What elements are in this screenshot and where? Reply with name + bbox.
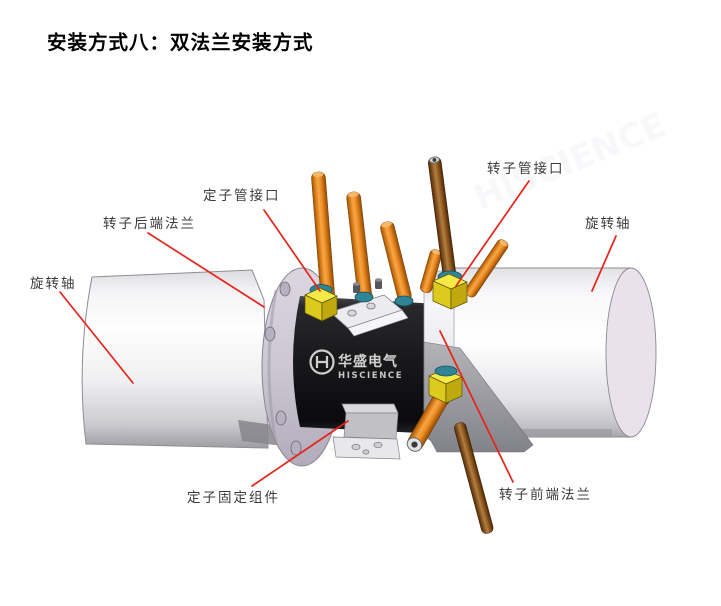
brand-logo: 华盛电气 HISCIENCE: [309, 349, 403, 381]
callout-line-shaft-right: [591, 235, 617, 292]
callout-stator-fixing-assembly: 定子固定组件: [187, 490, 280, 505]
stator-pipe-tubes: [311, 171, 442, 307]
callout-line-stator-pipe-port: [263, 209, 321, 292]
page-title: 安装方式八：双法兰安装方式: [47, 31, 314, 54]
rotor-pipe-port-bottom: [406, 365, 463, 452]
callout-rotating-shaft-right: 旋转轴: [585, 216, 632, 231]
slip-ring-body: [293, 296, 452, 434]
callout-rotor-pipe-port: 转子管接口: [487, 161, 565, 176]
callout-line-shaft-left: [59, 291, 134, 384]
callout-line-rotor-pipe-port: [455, 180, 530, 287]
rotor-pipe-tube-bottom: [454, 422, 494, 534]
stator-pipe-port-fitting: [304, 284, 338, 322]
callout-line-fixing: [251, 420, 349, 487]
callout-rotor-front-flange: 转子前端法兰: [499, 487, 592, 502]
callout-stator-pipe-port: 定子管接口: [203, 188, 281, 203]
callout-line-front-flange: [439, 330, 514, 483]
callout-lines: [59, 180, 617, 487]
brand-logo-en: HISCIENCE: [338, 371, 403, 381]
stator-fixing-bracket: [332, 403, 401, 460]
brand-logo-icon: [309, 349, 335, 375]
stator-pipe-tube-short: [464, 239, 509, 298]
stator-terminal-plate: [329, 294, 409, 337]
right-shaft-end-cap: [605, 267, 657, 438]
callout-rotating-shaft-left: 旋转轴: [30, 276, 77, 291]
callout-line-rear-flange: [147, 232, 265, 308]
callout-rotor-rear-flange: 转子后端法兰: [103, 216, 196, 231]
rotor-pipe-port-top: [428, 156, 468, 310]
right-shaft-cylinder: [447, 267, 657, 438]
brand-logo-cn: 华盛电气: [338, 353, 398, 370]
